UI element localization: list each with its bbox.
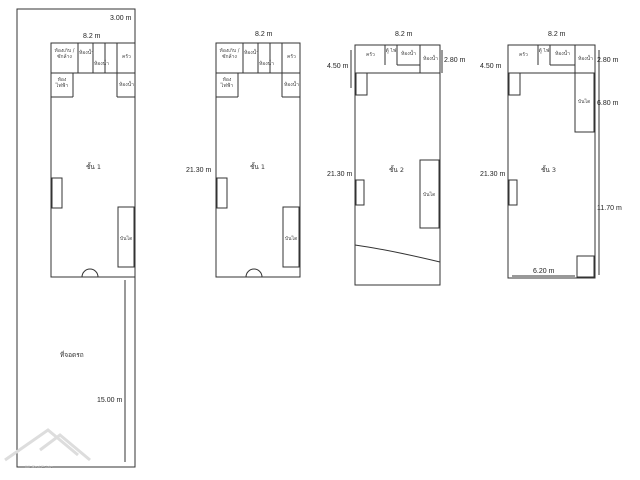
depth-dimension: 21.30 m bbox=[480, 171, 505, 178]
room-label: ห้องน้ำ bbox=[284, 79, 299, 88]
room-label: ห้อง ไฟฟ้า bbox=[220, 77, 234, 89]
width-dimension: 8.2 m bbox=[83, 33, 101, 40]
room-label: ห้องน้ำ bbox=[79, 47, 94, 56]
room-label: ห้องน้ำ bbox=[401, 48, 416, 57]
room-label: ห้องเก็บ / ซักล้าง bbox=[219, 48, 240, 60]
stair-dimension: 6.80 m bbox=[597, 100, 619, 107]
plan-floor-2: 8.2 m 4.50 m 2.80 m 21.30 m ครัว ตู้ ไฟ … bbox=[327, 31, 466, 286]
room-label: ตู้ ไฟ bbox=[538, 48, 550, 54]
room-label: ครัว bbox=[519, 52, 528, 58]
room-label: ห้อง ไฟฟ้า bbox=[55, 77, 69, 89]
side-dimension: 2.80 m bbox=[444, 57, 466, 64]
front-dimension: 4.50 m bbox=[480, 63, 502, 70]
plan-floor-1-parking: 3.00 m 8.2 m ห้องเก็บ / ซักล้าง ห้องน้ำ … bbox=[4, 8, 136, 469]
room-label: ห้องน้ำ bbox=[94, 58, 109, 67]
parking-dimension: 15.00 m bbox=[97, 397, 122, 404]
room-label: ครัว bbox=[122, 54, 131, 60]
width-dimension: 8.2 m bbox=[255, 31, 273, 38]
rear-dimension: 11.70 m bbox=[597, 205, 622, 212]
room-label: ห้องน้ำ bbox=[578, 53, 593, 62]
room-label: ห้องน้ำ bbox=[423, 53, 438, 62]
stairs-label: บันได bbox=[120, 235, 132, 242]
front-dimension: 4.50 m bbox=[327, 63, 349, 70]
bottom-dimension: 6.20 m bbox=[533, 268, 555, 275]
parking-label: ที่จอดรถ bbox=[60, 350, 84, 359]
floor-label: ชั้น 1 bbox=[250, 162, 265, 171]
room-label: ห้องน้ำ bbox=[555, 48, 570, 57]
room-label: ครัว bbox=[287, 54, 296, 60]
depth-dimension: 21.30 m bbox=[186, 167, 211, 174]
room-label: ห้องน้ำ bbox=[259, 58, 274, 67]
width-dimension: 8.2 m bbox=[395, 31, 413, 38]
floor-label: ชั้น 3 bbox=[541, 165, 556, 174]
plan-floor-1: 8.2 m 21.30 m ห้องเก็บ / ซักล้าง ห้องน้ำ… bbox=[186, 31, 301, 278]
room-label: ห้องน้ำ bbox=[119, 79, 134, 88]
width-dimension: 8.2 m bbox=[548, 31, 566, 38]
room-label: ครัว bbox=[366, 52, 375, 58]
depth-dimension: 21.30 m bbox=[327, 171, 352, 178]
side-dimension: 2.80 m bbox=[597, 57, 619, 64]
room-label: ตู้ ไฟ bbox=[385, 48, 397, 54]
stairs-label: บันได bbox=[578, 98, 590, 105]
watermark-logo bbox=[4, 428, 91, 462]
floor-label: ชั้น 1 bbox=[86, 162, 101, 171]
stairs-label: บันได bbox=[285, 235, 297, 242]
watermark: WL Real Estate bbox=[25, 464, 53, 469]
room-label: ห้องน้ำ bbox=[244, 47, 259, 56]
plan-floor-3: 8.2 m 4.50 m 2.80 m 6.80 m 21.30 m 11.70… bbox=[480, 31, 622, 279]
room-label: ห้องเก็บ / ซักล้าง bbox=[54, 48, 75, 60]
floor-label: ชั้น 2 bbox=[389, 165, 404, 174]
stairs-label: บันได bbox=[423, 191, 435, 198]
setback-dimension: 3.00 m bbox=[110, 15, 132, 22]
